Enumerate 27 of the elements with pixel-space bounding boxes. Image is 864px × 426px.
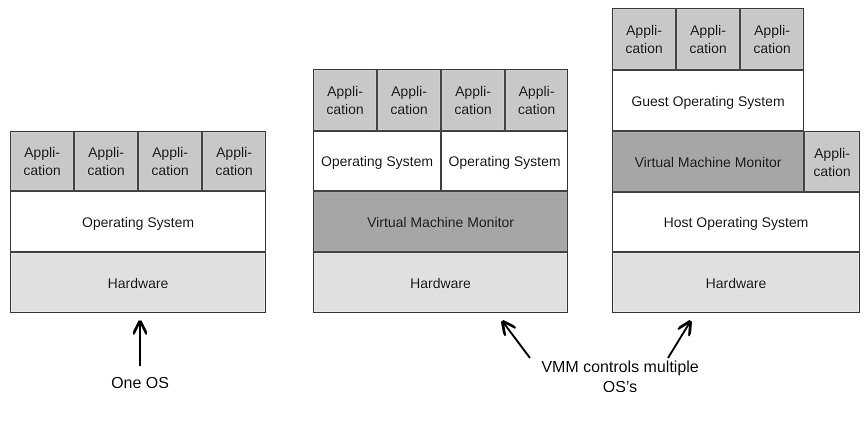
- application-layer: Appli- cation: [804, 131, 860, 192]
- application-layer: Appli- cation: [441, 69, 505, 131]
- arrow: [667, 319, 692, 359]
- operating-system-layer: Host Operating System: [612, 192, 860, 252]
- application-layer: Appli- cation: [74, 131, 138, 191]
- application-layer: Appli- cation: [313, 69, 377, 131]
- operating-system-layer: Operating System: [441, 131, 568, 191]
- hardware-layer: Hardware: [10, 252, 266, 313]
- hardware-layer: Hardware: [612, 252, 860, 313]
- application-layer: Appli- cation: [377, 69, 441, 131]
- hypervisor-layer: Virtual Machine Monitor: [313, 191, 568, 252]
- operating-system-layer: Operating System: [313, 131, 441, 191]
- application-layer: Appli- cation: [138, 131, 202, 191]
- application-layer: Appli- cation: [676, 8, 740, 70]
- operating-system-layer: Guest Operating System: [612, 70, 804, 131]
- operating-system-layer: Operating System: [10, 191, 266, 252]
- caption-text: One OS: [80, 374, 200, 398]
- application-layer: Appli- cation: [612, 8, 676, 70]
- arrow: [500, 319, 531, 359]
- application-layer: Appli- cation: [202, 131, 266, 191]
- hypervisor-layer: Virtual Machine Monitor: [612, 131, 804, 192]
- application-layer: Appli- cation: [10, 131, 74, 191]
- arrow: [132, 319, 148, 366]
- application-layer: Appli- cation: [505, 69, 568, 131]
- hardware-layer: Hardware: [313, 252, 568, 313]
- application-layer: Appli- cation: [740, 8, 804, 70]
- caption-text: VMM controls multiple OS’s: [540, 358, 700, 402]
